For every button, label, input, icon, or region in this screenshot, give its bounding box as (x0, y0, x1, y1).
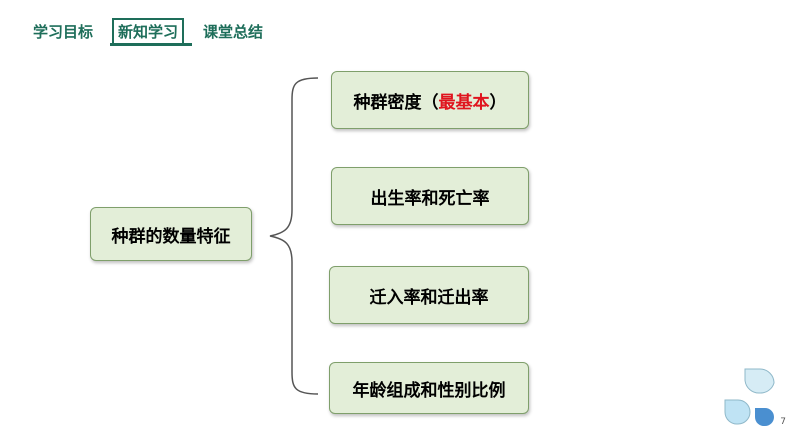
nav-learning-goals[interactable]: 学习目标 (33, 23, 94, 41)
branch-label-prefix: 种群密度（ (353, 92, 439, 113)
branch-age-sex-structure: 年龄组成和性别比例 (329, 362, 529, 414)
page-number: 7 (780, 417, 786, 427)
branch-birth-death-rate: 出生率和死亡率 (331, 167, 529, 225)
root-node: 种群的数量特征 (90, 207, 252, 261)
branch-label: 年龄组成和性别比例 (352, 380, 506, 401)
active-tab-underline (110, 43, 192, 46)
root-label: 种群的数量特征 (111, 226, 231, 247)
nav-class-summary[interactable]: 课堂总结 (203, 23, 264, 41)
branch-immigration-emigration-rate: 迁入率和迁出率 (329, 266, 529, 324)
branch-label-suffix: ） (489, 92, 507, 113)
branch-label: 出生率和死亡率 (370, 188, 490, 209)
branch-label: 迁入率和迁出率 (369, 287, 489, 308)
branch-label-highlight: 最基本 (438, 92, 490, 113)
branch-population-density: 种群密度（最基本） (331, 71, 529, 129)
